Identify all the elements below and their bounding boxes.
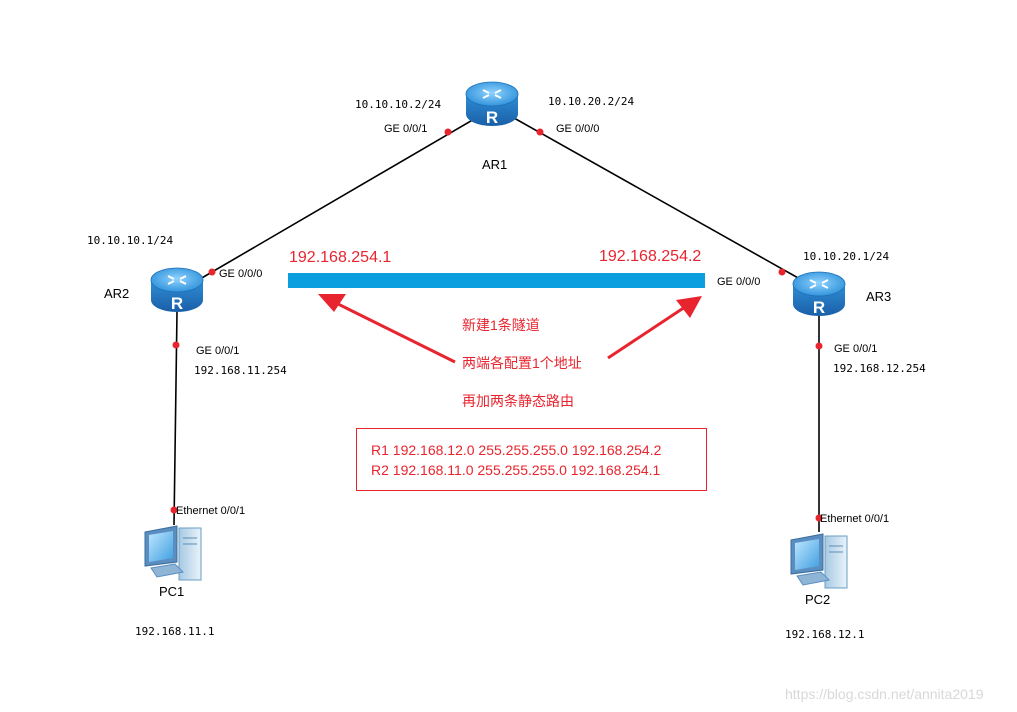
port-dot-ar1-ge001 (444, 128, 452, 136)
ip-address-pc2: 192.168.12.1 (785, 628, 865, 641)
link-ar2-ar1 (199, 117, 477, 280)
arrow-to-tunnel-right (607, 296, 702, 360)
static-route-box (356, 428, 707, 491)
port-dot-pc2-eth (815, 514, 823, 522)
port-dot-ar2-ge001 (172, 341, 180, 349)
router-letter: R (813, 298, 825, 317)
note-line-3: 再加两条静态路由 (462, 393, 574, 409)
device-label-pc2: PC2 (805, 592, 831, 607)
tunnel-bar (288, 273, 705, 288)
interface-label-ar2-ge001: GE 0/0/1 (196, 345, 240, 357)
port-dot-ar3-ge000 (778, 268, 786, 276)
ip-address-ar1-right: 10.10.20.2/24 (548, 95, 635, 108)
interface-label-ar3-ge001: GE 0/0/1 (834, 343, 878, 355)
ip-address-ar3-lan: 192.168.12.254 (833, 362, 926, 375)
port-dot-ar2-ge000 (208, 268, 216, 276)
interface-label-pc2-eth: Ethernet 0/0/1 (820, 513, 890, 525)
note-line-1: 新建1条隧道 (462, 317, 540, 333)
port-dot-ar3-ge001 (815, 342, 823, 350)
pc-icon (790, 533, 848, 589)
router-letter: R (486, 108, 498, 127)
ip-address-ar3-wan: 10.10.20.1/24 (803, 250, 890, 263)
interface-label-pc1-eth: Ethernet 0/0/1 (176, 505, 246, 517)
ip-address-ar1-left: 10.10.10.2/24 (355, 98, 442, 111)
device-label-ar2: AR2 (104, 286, 130, 301)
watermark: https://blog.csdn.net/annita2019 (785, 686, 984, 702)
interface-label-ar1-ge000: GE 0/0/0 (556, 123, 600, 135)
port-dot-ar1-ge000 (536, 128, 544, 136)
interface-label-ar2-ge000: GE 0/0/0 (219, 268, 263, 280)
router-icon (792, 271, 846, 316)
interface-label-ar1-ge001: GE 0/0/1 (384, 123, 428, 135)
route-line-r1: R1 192.168.12.0 255.255.255.0 192.168.25… (371, 442, 662, 458)
device-label-ar3: AR3 (866, 289, 892, 304)
router-letter: R (171, 294, 183, 313)
note-line-2: 两端各配置1个地址 (462, 355, 582, 371)
ip-address-pc1: 192.168.11.1 (135, 625, 215, 638)
tunnel-ip-right: 192.168.254.2 (599, 248, 702, 265)
route-line-r2: R2 192.168.11.0 255.255.255.0 192.168.25… (371, 462, 661, 478)
arrow-to-tunnel-left (318, 294, 456, 364)
device-label-ar1: AR1 (482, 157, 508, 172)
ip-address-ar2-lan: 192.168.11.254 (194, 364, 287, 377)
port-dot-pc1-eth (170, 506, 178, 514)
device-label-pc1: PC1 (159, 584, 185, 599)
tunnel-ip-left: 192.168.254.1 (289, 249, 392, 266)
router-icon (150, 267, 204, 312)
pc-icon (144, 525, 202, 581)
router-icon (465, 81, 519, 126)
link-ar1-ar3 (513, 117, 801, 280)
interface-label-ar3-ge000: GE 0/0/0 (717, 276, 761, 288)
ip-address-ar2-wan: 10.10.10.1/24 (87, 234, 174, 247)
